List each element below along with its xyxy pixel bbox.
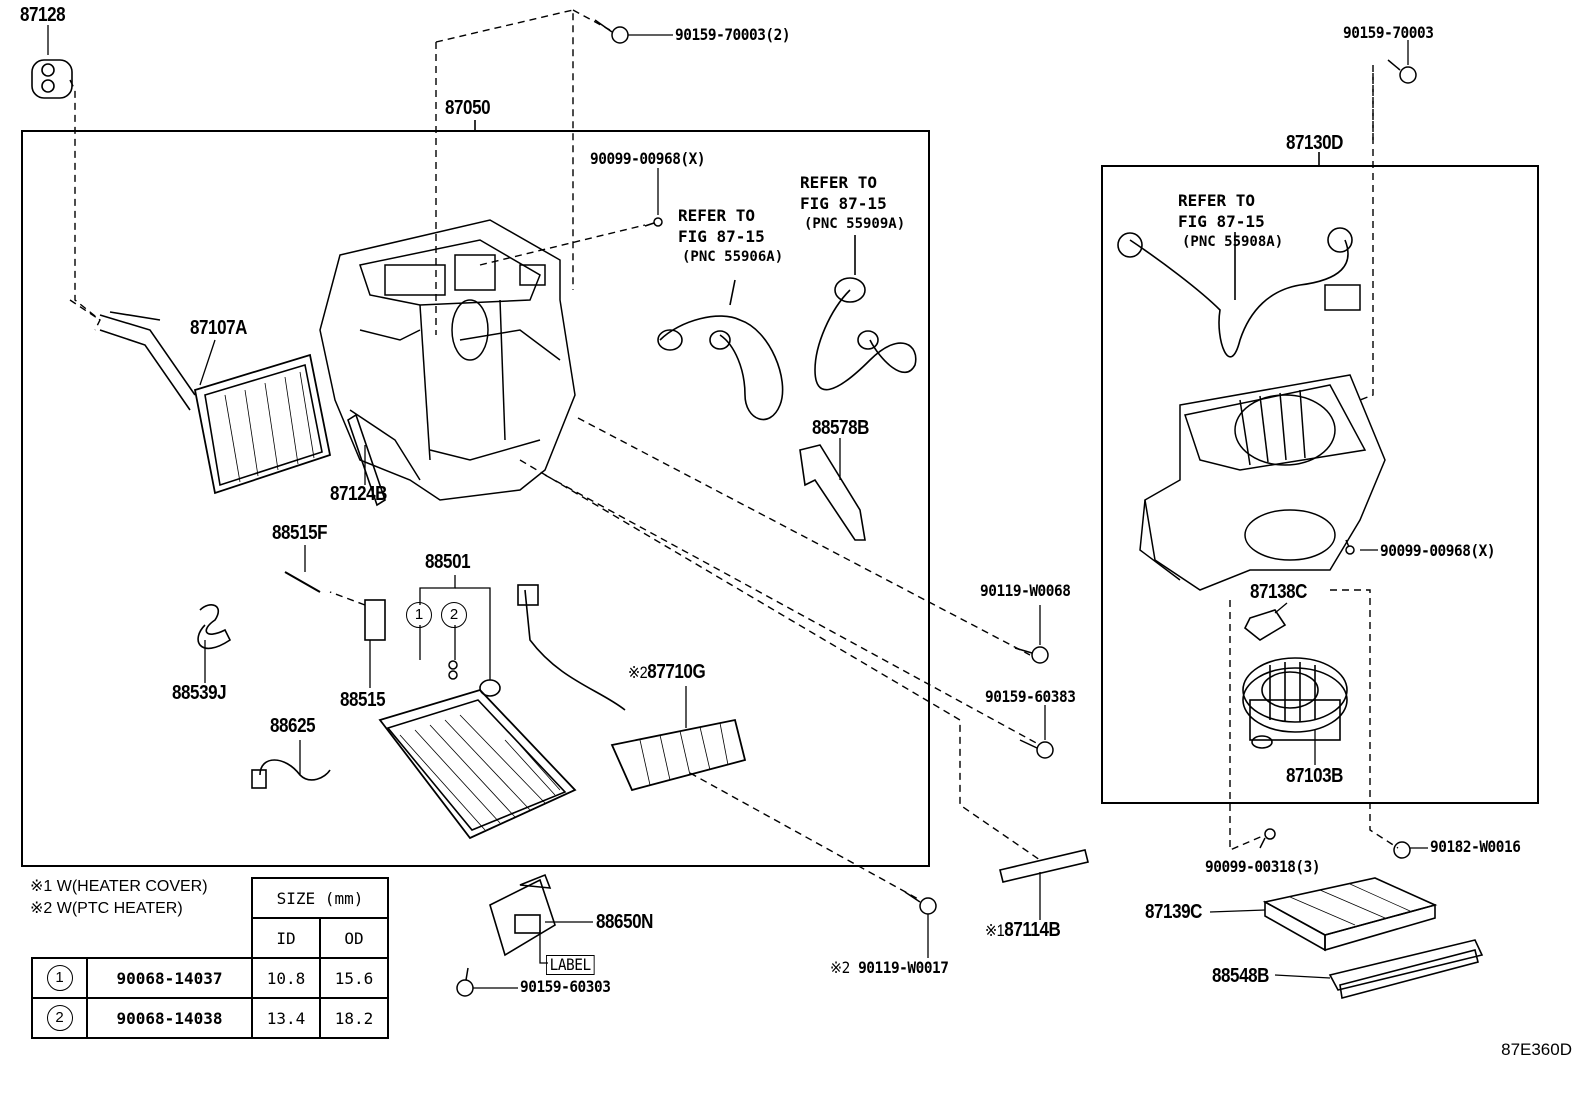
diagram-code: 87E360D bbox=[1501, 1040, 1572, 1059]
resistor-87138c-drawing bbox=[1243, 609, 1287, 641]
blower-case-drawing bbox=[1139, 284, 1386, 591]
part-label-87710g[interactable]: ※287710G bbox=[628, 661, 706, 683]
part-label-88625[interactable]: 88625 bbox=[270, 715, 316, 737]
grommet-87128-drawing bbox=[31, 59, 73, 99]
cover-87114b-drawing bbox=[999, 849, 1089, 883]
sensor-88515-drawing bbox=[364, 599, 386, 641]
part-label-90119-w0068[interactable]: 90119-W0068 bbox=[980, 581, 1071, 600]
callout-circle-2: 2 bbox=[441, 602, 467, 628]
part-label-90159-60383[interactable]: 90159-60383 bbox=[985, 687, 1076, 706]
row-id: 13.4 bbox=[251, 997, 321, 1039]
size-header: SIZE (mm) bbox=[251, 877, 389, 919]
row-mark: 2 bbox=[46, 1005, 73, 1031]
heater-core-drawing bbox=[99, 311, 332, 495]
part-label-87107a[interactable]: 87107A bbox=[190, 317, 248, 339]
part-label-88548b[interactable]: 88548B bbox=[1212, 965, 1270, 987]
part-label-87138c[interactable]: 87138C bbox=[1250, 581, 1308, 603]
part-label-87130d[interactable]: 87130D bbox=[1286, 132, 1344, 154]
note-heater-cover: ※1 W(HEATER COVER) bbox=[30, 878, 208, 895]
harness-55908a-drawing bbox=[1129, 239, 1349, 358]
row-mark: 1 bbox=[46, 965, 73, 991]
seal-88548b-drawing bbox=[1328, 939, 1484, 991]
row-od: 18.2 bbox=[319, 997, 389, 1039]
evaporator-drawing bbox=[378, 679, 577, 840]
seal-87124b-drawing bbox=[347, 413, 386, 507]
table-row: 2 90068-14038 13.4 18.2 bbox=[31, 997, 389, 1039]
part-label-88501[interactable]: 88501 bbox=[425, 551, 471, 573]
row-id: 10.8 bbox=[251, 957, 321, 999]
part-label-90182-w0016[interactable]: 90182-W0016 bbox=[1430, 837, 1521, 856]
part-label-88515f[interactable]: 88515F bbox=[272, 522, 328, 544]
part-label-90159-70003-2[interactable]: 90159-70003(2) bbox=[675, 25, 791, 44]
part-label-87103b[interactable]: 87103B bbox=[1286, 765, 1344, 787]
part-label-88578b[interactable]: 88578B bbox=[812, 417, 870, 439]
callout-circle-1: 1 bbox=[406, 602, 432, 628]
harness-55909a-drawing bbox=[814, 289, 917, 391]
row-part-number[interactable]: 90068-14038 bbox=[86, 997, 253, 1039]
col-id-header: ID bbox=[251, 917, 321, 959]
row-part-number[interactable]: 90068-14037 bbox=[86, 957, 253, 999]
part-label-87114b[interactable]: ※187114B bbox=[985, 919, 1061, 941]
blower-unit-frame bbox=[1101, 165, 1539, 804]
part-label-87139c[interactable]: 87139C bbox=[1145, 901, 1203, 923]
heater-case-drawing bbox=[319, 219, 576, 501]
part-label-90099-00968-right[interactable]: 90099-00968(X) bbox=[1380, 541, 1496, 560]
part-label-90159-70003[interactable]: 90159-70003 bbox=[1343, 23, 1434, 42]
ptc-heater-drawing bbox=[517, 584, 747, 792]
part-label-90099-00318[interactable]: 90099-00318(3) bbox=[1205, 857, 1321, 876]
part-label-87128[interactable]: 87128 bbox=[20, 4, 66, 26]
table-row: 1 90068-14037 10.8 15.6 bbox=[31, 957, 389, 999]
part-label-90099-00968-left[interactable]: 90099-00968(X) bbox=[590, 149, 706, 168]
gasket-88578b-drawing bbox=[799, 444, 866, 541]
part-label-87050[interactable]: 87050 bbox=[445, 97, 491, 119]
part-label-90159-60303[interactable]: 90159-60303 bbox=[520, 977, 611, 996]
col-od-header: OD bbox=[319, 917, 389, 959]
part-label-87124b[interactable]: 87124B bbox=[330, 483, 388, 505]
note-ptc-heater: ※2 W(PTC HEATER) bbox=[30, 900, 183, 917]
size-table: SIZE (mm) ID OD 1 90068-14037 10.8 15.6 … bbox=[31, 877, 389, 1039]
blower-motor-drawing bbox=[1242, 657, 1348, 749]
part-label-88650n[interactable]: 88650N bbox=[596, 911, 654, 933]
actuator-88650n-drawing bbox=[489, 873, 556, 957]
part-label-88539j[interactable]: 88539J bbox=[172, 682, 227, 704]
wire-88625-drawing bbox=[259, 759, 331, 781]
filter-87139c-drawing bbox=[1262, 877, 1438, 952]
harness-55906a-drawing bbox=[659, 315, 784, 421]
row-od: 15.6 bbox=[319, 957, 389, 999]
part-label-88515[interactable]: 88515 bbox=[340, 689, 386, 711]
label-box: LABEL bbox=[546, 955, 595, 975]
hose-88539j-drawing bbox=[197, 604, 232, 650]
part-label-90119-w0017[interactable]: ※2 90119-W0017 bbox=[830, 958, 949, 977]
